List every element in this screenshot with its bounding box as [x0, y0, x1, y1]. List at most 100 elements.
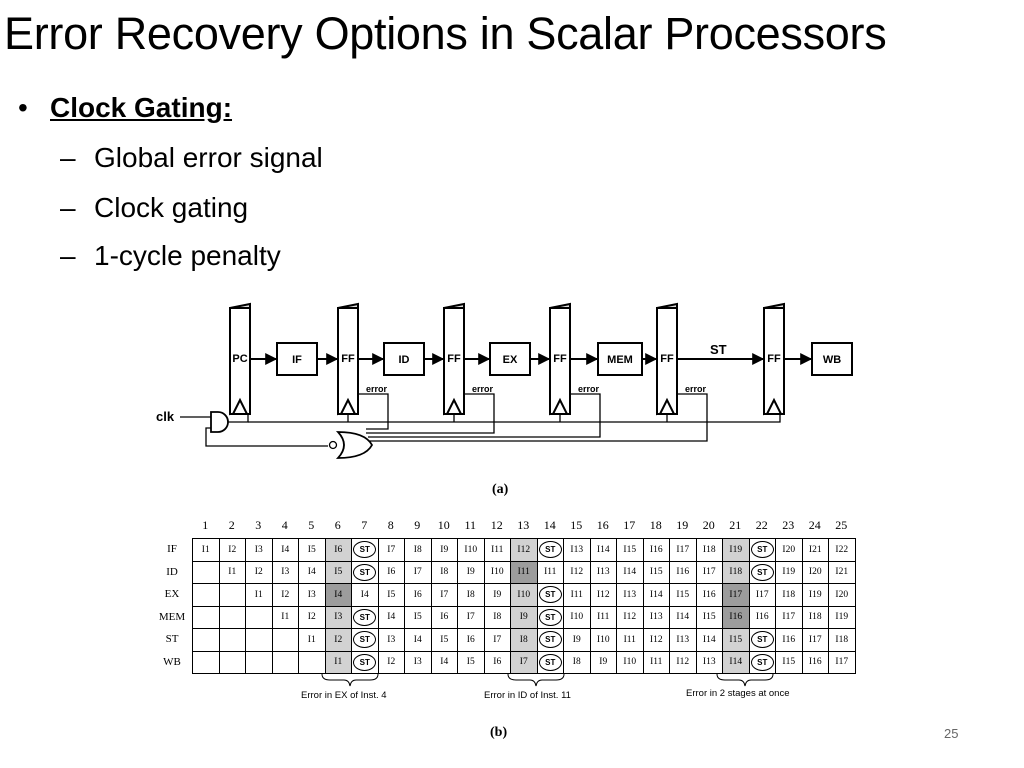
table-cell: I12	[510, 538, 538, 562]
register-label: FF	[447, 353, 461, 365]
or-gate	[335, 431, 374, 459]
stall-marker: ST	[538, 631, 562, 649]
table-cell: I12	[589, 583, 617, 607]
table-cell: I9	[457, 560, 485, 584]
table-cell: I4	[377, 605, 405, 629]
table-cell: I14	[616, 560, 644, 584]
register-ff-5	[763, 302, 785, 416]
table-cell: I19	[801, 583, 829, 607]
table-cell: I3	[324, 605, 352, 629]
error-label: error	[685, 384, 707, 394]
table-cell: I14	[669, 605, 697, 629]
table-cell: I19	[775, 560, 803, 584]
stall-marker: ST	[750, 563, 774, 581]
sub-item-text: Clock gating	[94, 192, 249, 223]
table-cell: I7	[483, 628, 511, 652]
stall-cell: ST	[536, 628, 564, 652]
column-number: 2	[228, 518, 235, 532]
table-cell: I1	[271, 605, 299, 629]
brace	[507, 673, 565, 687]
table-cell: I7	[510, 650, 538, 674]
table-cell: I1	[192, 538, 220, 562]
row-label: MEM	[158, 610, 186, 623]
stall-marker: ST	[353, 541, 377, 559]
table-cell: I11	[483, 538, 511, 562]
table-cell: I16	[775, 628, 803, 652]
table-cell: I3	[245, 538, 273, 562]
column-number: 4	[281, 518, 288, 532]
table-cell: I8	[510, 628, 538, 652]
sub-item: –Clock gating	[60, 192, 248, 224]
table-cell	[245, 605, 273, 629]
error-label: error	[578, 384, 600, 394]
column-number: 24	[808, 518, 821, 532]
table-cell: I13	[589, 560, 617, 584]
register-ff-1	[337, 302, 359, 416]
table-cell: I11	[642, 650, 670, 674]
table-cell: I11	[563, 583, 591, 607]
register-ff-4	[656, 302, 678, 416]
table-cell: I16	[669, 560, 697, 584]
table-cell: I8	[457, 583, 485, 607]
column-number: 3	[255, 518, 262, 532]
page-number: 25	[944, 726, 959, 741]
register-label: FF	[341, 353, 355, 365]
table-cell	[218, 583, 246, 607]
error-label: error	[366, 384, 388, 394]
table-cell: I3	[298, 583, 326, 607]
table-cell: I7	[377, 538, 405, 562]
table-cell: I8	[404, 538, 432, 562]
table-cell: I13	[616, 583, 644, 607]
stall-marker: ST	[353, 653, 377, 671]
table-cell: I5	[404, 605, 432, 629]
table-cell: I2	[218, 538, 246, 562]
stall-cell: ST	[351, 605, 379, 629]
column-number: 21	[729, 518, 742, 532]
stall-cell: ST	[351, 560, 379, 584]
stall-cell: ST	[748, 560, 776, 584]
row-label: ST	[165, 633, 179, 645]
annotation-error-ex: Error in EX of Inst. 4	[301, 690, 387, 701]
table-cell	[245, 628, 273, 652]
table-cell: I15	[695, 605, 723, 629]
table-cell: I12	[642, 628, 670, 652]
stage-label: WB	[823, 354, 841, 366]
column-number: 15	[570, 518, 583, 532]
inverter-bubble	[328, 440, 338, 450]
table-cell: I12	[563, 560, 591, 584]
row-label: IF	[167, 543, 177, 555]
stall-marker: ST	[750, 541, 774, 559]
table-cell: I17	[775, 605, 803, 629]
stage-box-wb	[811, 342, 853, 376]
column-number: 10	[437, 518, 450, 532]
table-cell: I15	[616, 538, 644, 562]
table-cell: I3	[377, 628, 405, 652]
table-cell: I17	[695, 560, 723, 584]
table-cell: I14	[695, 628, 723, 652]
table-cell: I12	[616, 605, 644, 629]
stall-marker: ST	[538, 653, 562, 671]
column-number: 17	[623, 518, 636, 532]
table-cell: I9	[483, 583, 511, 607]
table-cell	[245, 650, 273, 674]
table-cell: I1	[245, 583, 273, 607]
register-label: FF	[767, 353, 781, 365]
stall-cell: ST	[536, 538, 564, 562]
register-ff-3	[549, 302, 571, 416]
column-number: 14	[543, 518, 556, 532]
stall-marker: ST	[353, 608, 377, 626]
table-cell	[192, 583, 220, 607]
table-cell: I4	[351, 583, 379, 607]
table-cell: I18	[828, 628, 856, 652]
column-number: 20	[702, 518, 715, 532]
sub-item-text: Global error signal	[94, 142, 323, 173]
sub-item: –1-cycle penalty	[60, 240, 281, 272]
annotation-error-id: Error in ID of Inst. 11	[484, 690, 571, 701]
column-number: 19	[676, 518, 689, 532]
table-cell: I5	[324, 560, 352, 584]
stall-marker: ST	[750, 631, 774, 649]
table-cell: I9	[510, 605, 538, 629]
